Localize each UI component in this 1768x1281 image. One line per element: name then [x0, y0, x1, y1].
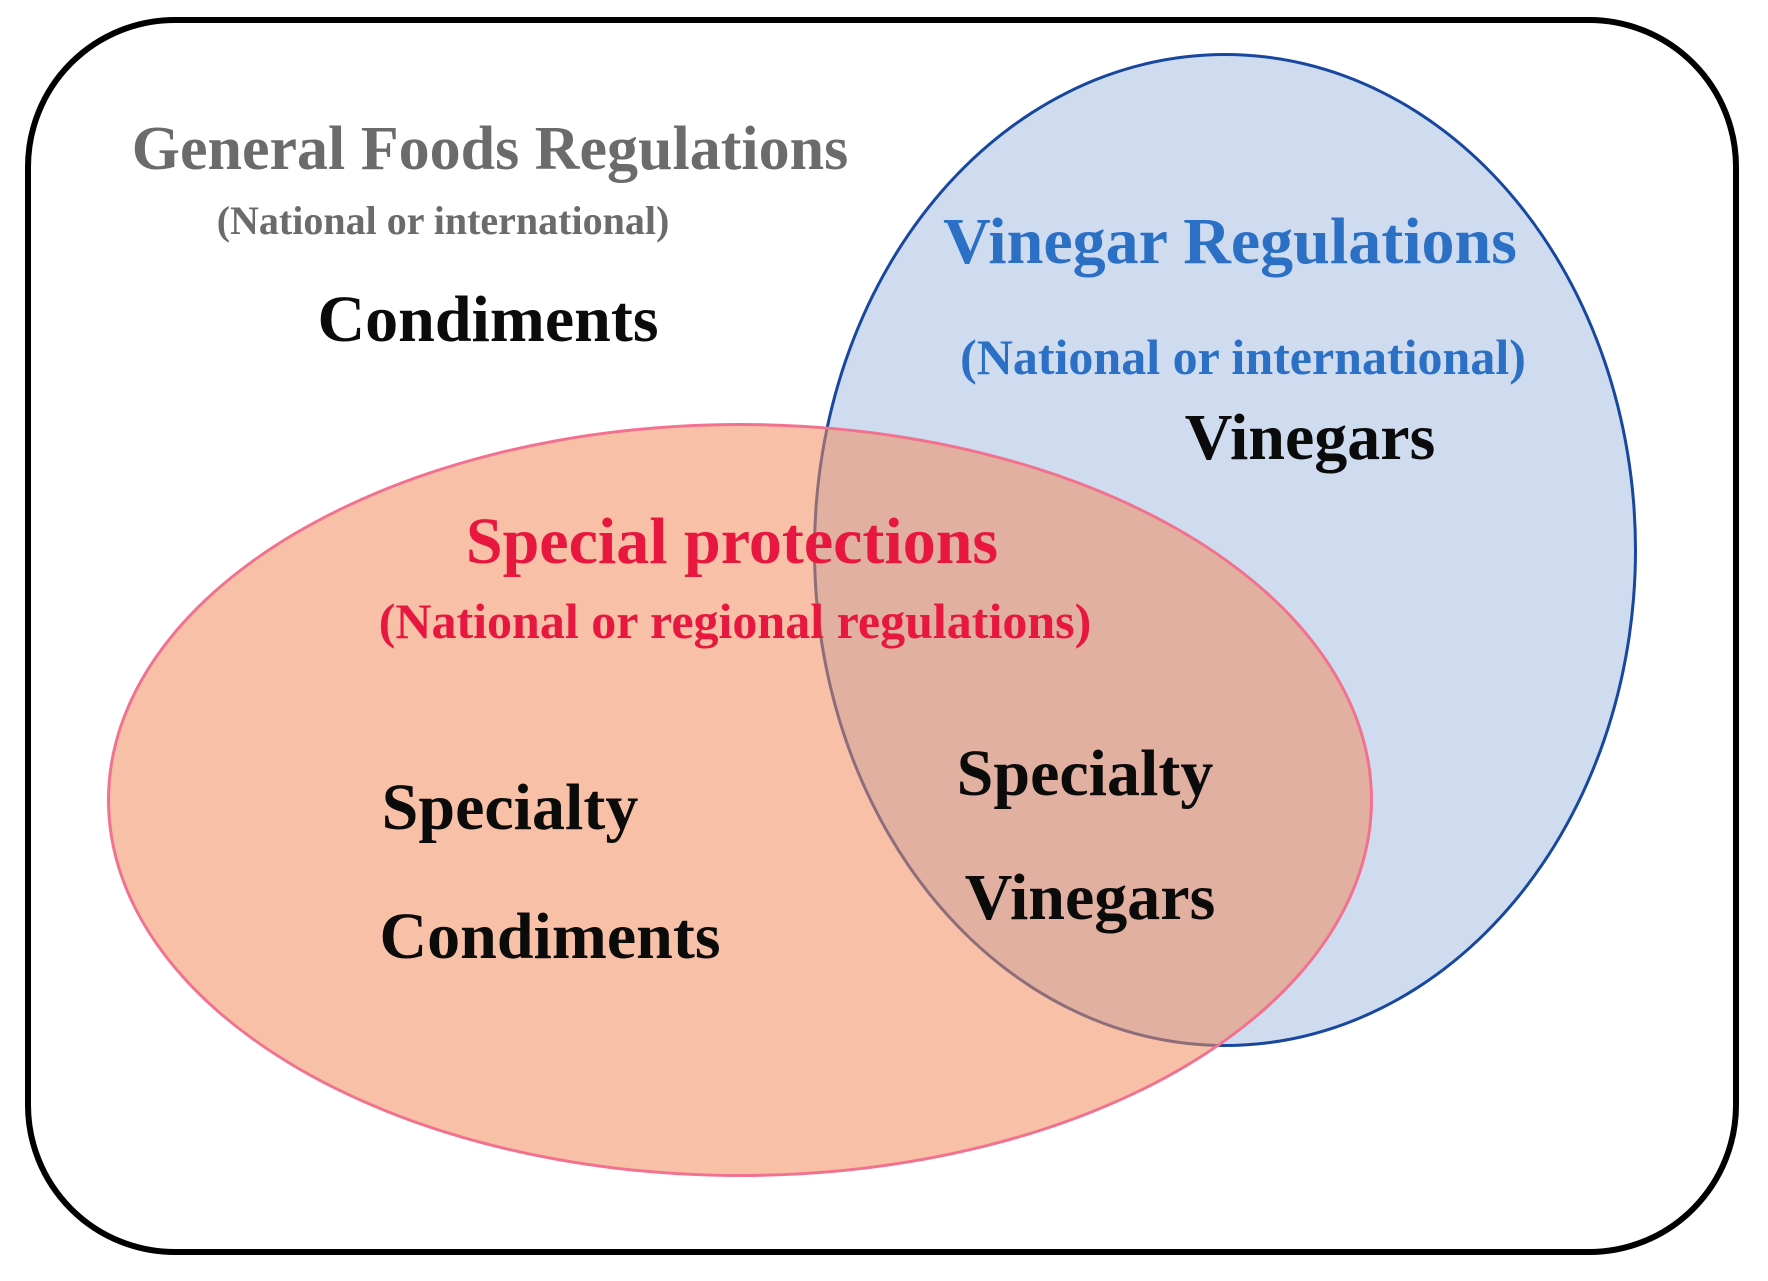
special-protections-ellipse — [107, 423, 1373, 1177]
specialty-vinegars-label-line2: Vinegars — [964, 861, 1216, 934]
condiments-region-label: Condiments — [317, 283, 659, 356]
vinegar-regulations-title: Vinegar Regulations — [943, 205, 1517, 278]
specialty-vinegars-label-line1: Specialty — [956, 737, 1214, 810]
general-foods-regulations-title: General Foods Regulations — [131, 115, 849, 183]
vinegar-regulations-subtitle: (National or international) — [960, 329, 1526, 385]
vinegars-region-label: Vinegars — [1184, 401, 1436, 474]
specialty-condiments-label-line1: Specialty — [381, 771, 639, 844]
special-protections-title: Special protections — [465, 505, 999, 578]
special-protections-subtitle: (National or regional regulations) — [378, 593, 1092, 649]
general-foods-regulations-subtitle: (National or international) — [216, 198, 670, 243]
specialty-condiments-label-line2: Condiments — [379, 900, 721, 973]
